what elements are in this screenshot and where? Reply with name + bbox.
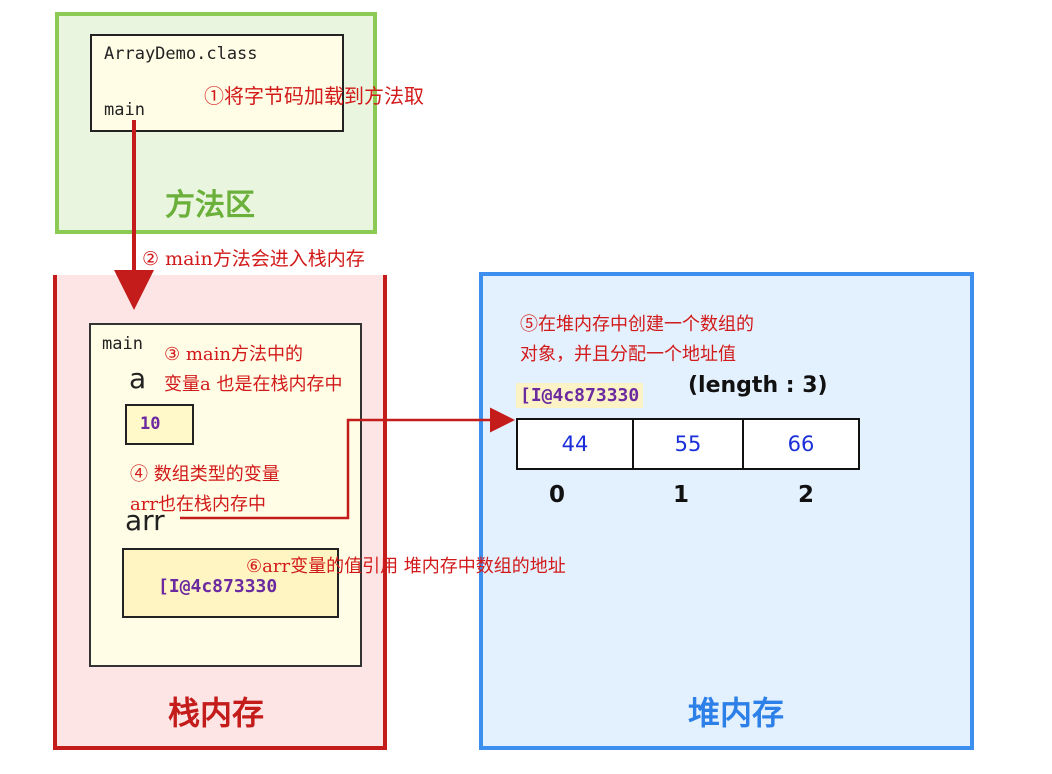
- class-main-label: main: [104, 100, 145, 120]
- array-address-label: [I@4c873330: [516, 383, 644, 408]
- note-main-enters-stack: ② main方法会进入栈内存: [142, 248, 365, 270]
- array-cell-1: 55: [632, 418, 744, 470]
- array-index-1: 1: [672, 482, 689, 508]
- array-cell-0: 44: [516, 418, 634, 470]
- method-area-title: 方法区: [165, 188, 255, 223]
- note-arr-references-heap: ⑥arr变量的值引用 堆内存中数组的地址: [246, 556, 566, 577]
- var-a-box: [125, 404, 194, 445]
- var-arr-value: [I@4c873330: [158, 576, 278, 597]
- var-arr-box: [122, 548, 339, 618]
- note-arr-line2: arr也在栈内存中: [130, 494, 266, 515]
- stack-memory-title: 栈内存: [168, 694, 265, 732]
- note-load-bytecode: ①将字节码加载到方法取: [204, 84, 424, 108]
- heap-memory-title: 堆内存: [688, 694, 785, 732]
- var-a-value: 10: [140, 414, 161, 434]
- note-var-a-line2: 变量a 也是在栈内存中: [164, 374, 343, 395]
- array-length-label: (length : 3): [688, 373, 828, 398]
- array-index-2: 2: [797, 482, 814, 508]
- class-file-box: [90, 34, 344, 132]
- stack-frame-label: main: [102, 334, 143, 354]
- note-arr-line1: ④ 数组类型的变量: [130, 464, 280, 485]
- arrow-arr-to-heap: [180, 407, 515, 520]
- note-var-a-line1: ③ main方法中的: [164, 344, 304, 365]
- array-index-0: 0: [548, 482, 565, 508]
- class-file-name: ArrayDemo.class: [104, 44, 258, 64]
- var-arr-name: arr: [125, 504, 165, 537]
- var-a-name: a: [129, 362, 147, 395]
- note-create-array-line2: 对象，并且分配一个地址值: [520, 344, 736, 365]
- array-cell-2: 66: [742, 418, 860, 470]
- heap-memory-box: [479, 272, 974, 750]
- note-create-array-line1: ⑤在堆内存中创建一个数组的: [520, 314, 754, 335]
